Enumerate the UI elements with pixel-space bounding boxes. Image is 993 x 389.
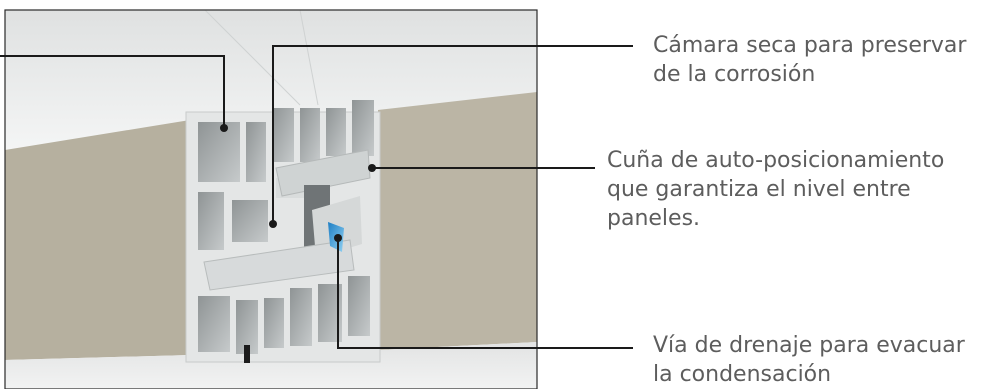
floor-surface xyxy=(5,342,537,389)
label-via-drenaje-line-2: la condensación xyxy=(653,362,832,387)
leader-line-via xyxy=(337,240,633,349)
joint-profile xyxy=(185,100,381,363)
label-cuna: Cuña de auto-posicionamiento que garanti… xyxy=(607,146,944,233)
leader-dot-cuna xyxy=(368,164,376,172)
leader-line-left xyxy=(0,55,225,126)
leader-dot-camara xyxy=(269,220,277,228)
label-cuna-line-1: Cuña de auto-posicionamiento xyxy=(607,148,945,173)
leader-line-camara xyxy=(272,45,633,222)
label-via-drenaje-line-1: Vía de drenaje para evacuar xyxy=(653,333,965,358)
leader-dot-left xyxy=(220,124,228,132)
illustration-frame xyxy=(4,9,538,389)
left-panel-face xyxy=(5,120,190,360)
leader-dot-via xyxy=(334,234,342,242)
label-camara-seca-line-1: Cámara seca para preservar xyxy=(653,33,967,58)
label-cuna-line-2: que garantiza el nivel entre xyxy=(607,177,911,202)
right-panel-face xyxy=(378,92,537,350)
label-via-drenaje: Vía de drenaje para evacuar la condensac… xyxy=(653,331,965,389)
label-camara-seca: Cámara seca para preservar de la corrosi… xyxy=(653,31,966,89)
label-camara-seca-line-2: de la corrosión xyxy=(653,62,816,87)
label-cuna-line-3: paneles. xyxy=(607,206,701,231)
